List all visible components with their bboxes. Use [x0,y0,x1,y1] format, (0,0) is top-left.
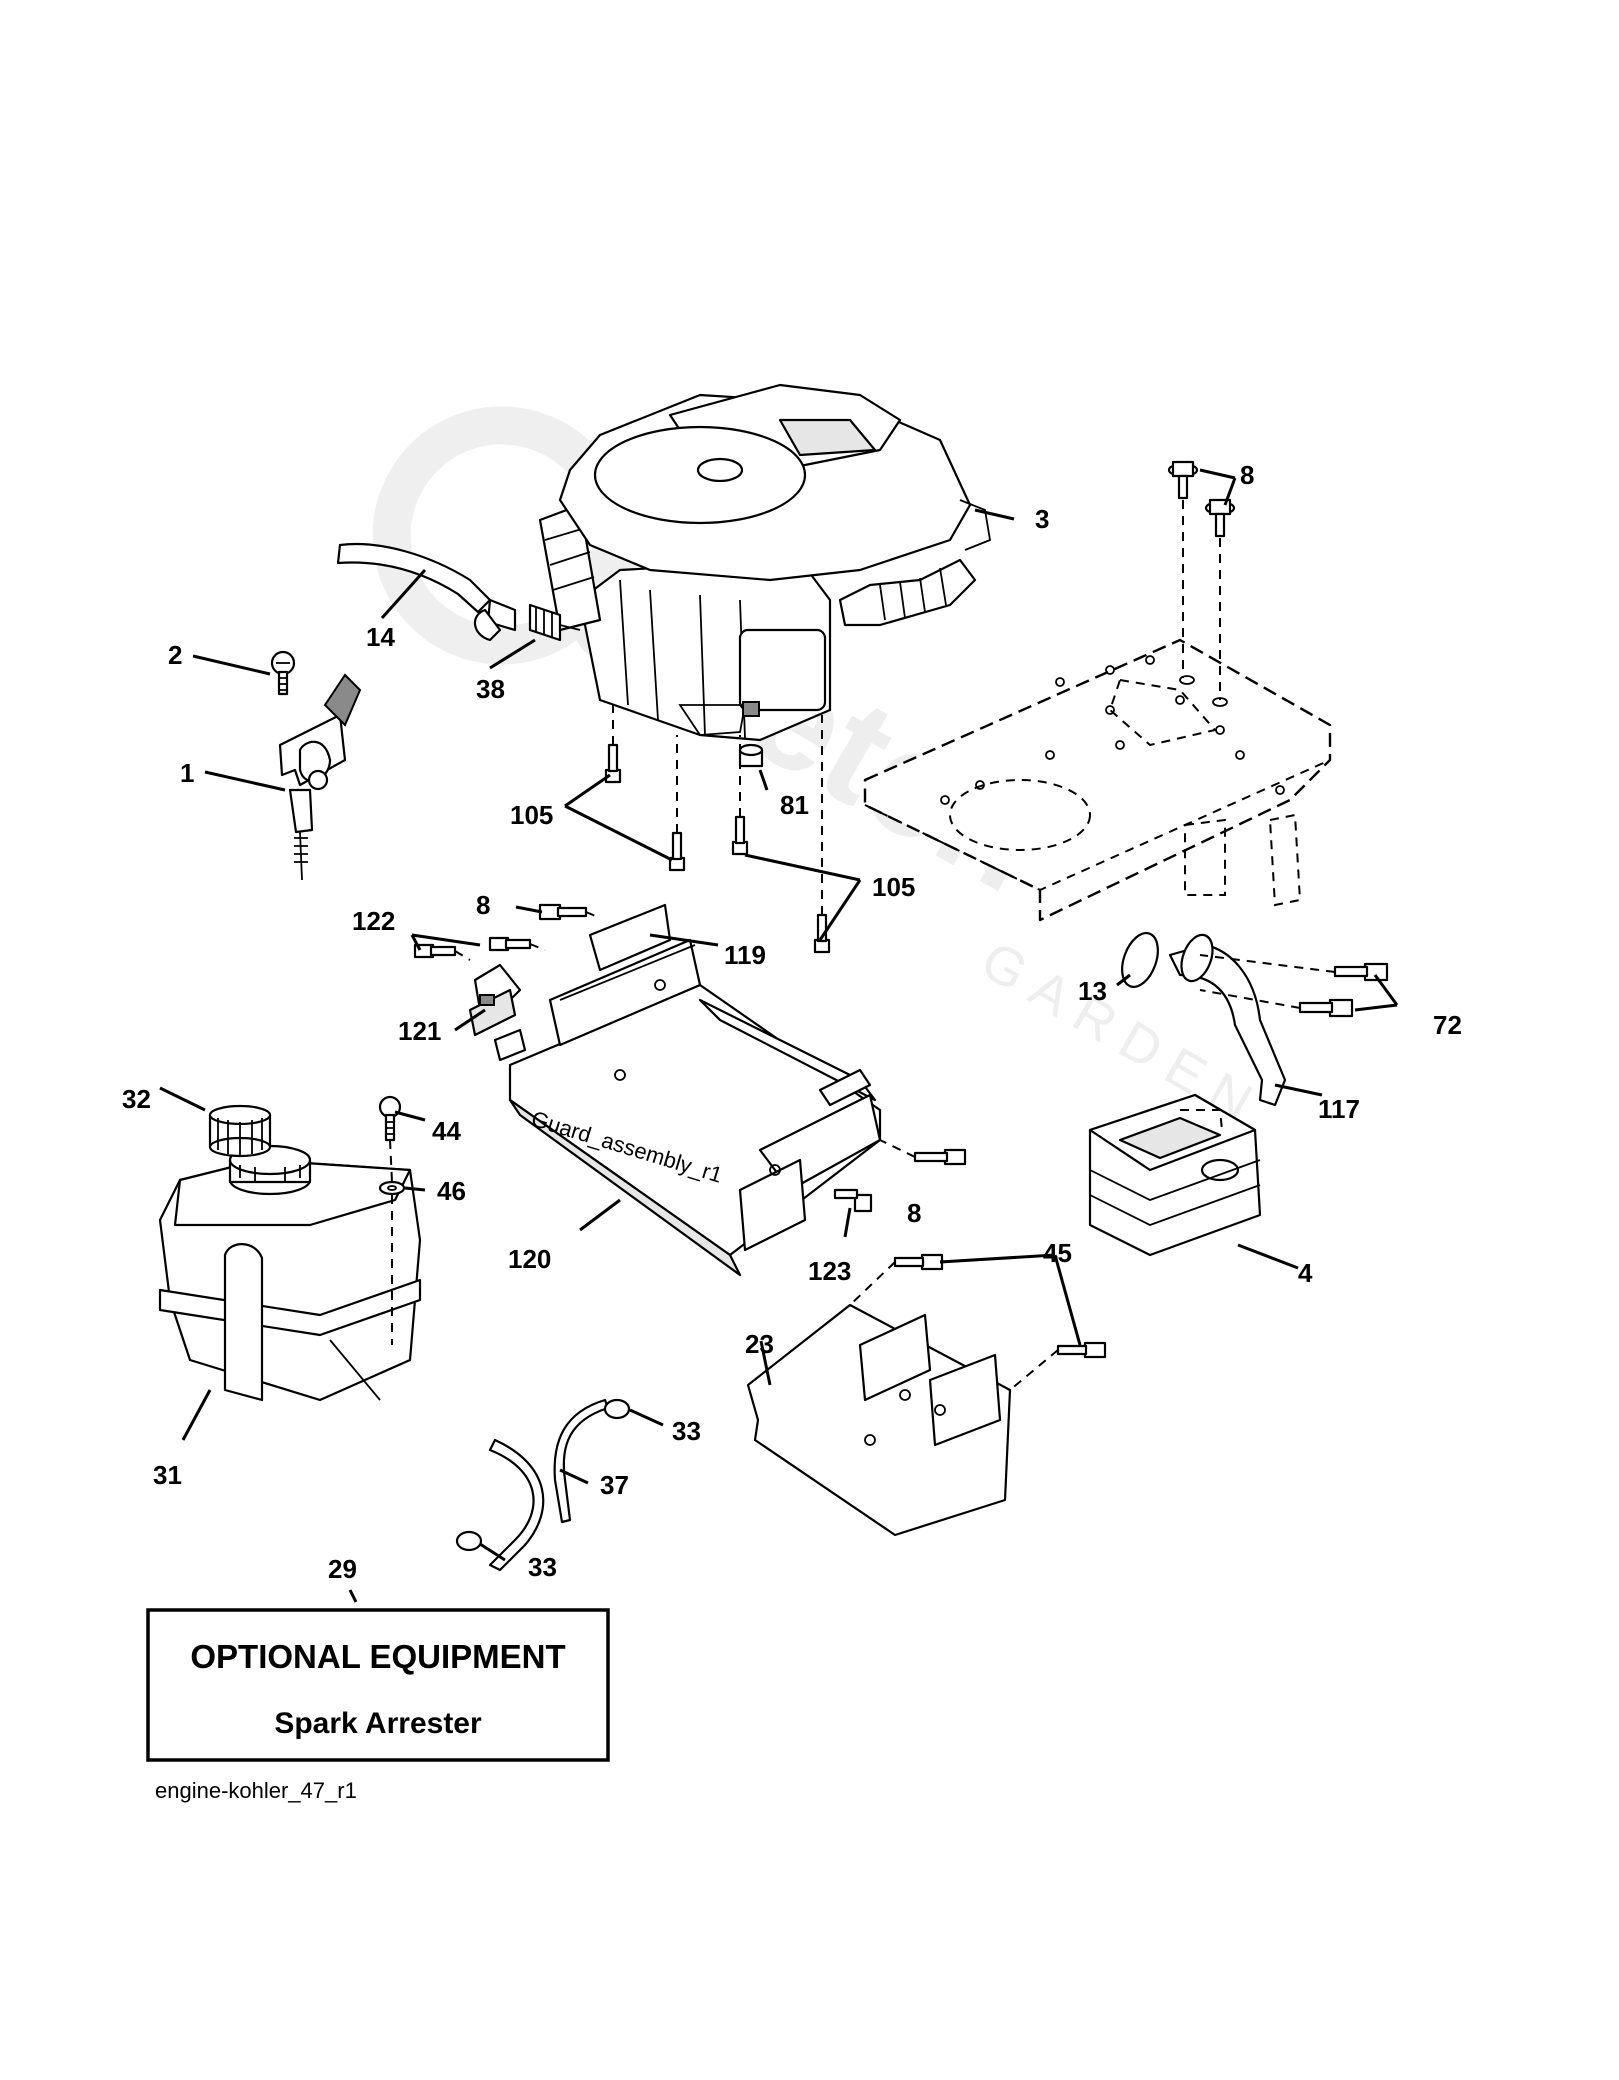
label-1: 1 [180,758,194,788]
label-105-right: 105 [872,872,915,902]
label-8-guard: 8 [476,890,490,920]
fuel-tank [158,1095,422,1402]
label-3: 3 [1035,504,1049,534]
leader-lines [159,468,1399,1603]
bolts-105 [604,700,831,954]
label-13: 13 [1078,976,1107,1006]
diagram-caption: engine-kohler_47_r1 [155,1778,357,1803]
label-81: 81 [780,790,809,820]
exhaust [1088,932,1389,1257]
label-4: 4 [1298,1258,1313,1288]
part-labels: 3 8 2 1 14 38 81 105 105 8 122 119 121 1… [122,460,1462,1584]
guard-brackets [413,903,672,1062]
label-2: 2 [168,640,182,670]
engine [538,383,992,742]
label-44: 44 [432,1116,461,1146]
label-33-bottom: 33 [528,1552,557,1582]
label-45: 45 [1043,1238,1072,1268]
label-38: 38 [476,674,505,704]
label-14: 14 [366,622,395,652]
bolt-8-top [1167,460,1236,700]
spark-arrester-label: Spark Arrester [274,1707,482,1740]
heat-shield [746,1253,1107,1537]
label-8-top: 8 [1240,460,1254,490]
label-117: 117 [1318,1094,1360,1124]
throttle-control [270,650,362,881]
label-120: 120 [508,1244,551,1274]
optional-equipment-title: OPTIONAL EQUIPMENT [190,1638,565,1675]
label-23: 23 [745,1329,774,1359]
label-29: 29 [328,1554,357,1584]
label-119: 119 [724,940,766,970]
label-31: 31 [153,1460,182,1490]
optional-equipment-box: OPTIONAL EQUIPMENT Spark Arrester [146,1608,610,1762]
guard-assembly: Guard_assembly_r1 [508,938,967,1277]
label-37: 37 [600,1470,629,1500]
label-33-top: 33 [672,1416,701,1446]
label-123: 123 [808,1256,851,1286]
fuel-line [336,543,581,642]
fuel-line-37 [455,1398,631,1572]
label-122: 122 [352,906,395,936]
label-8-right: 8 [907,1198,921,1228]
frame [863,638,1332,922]
label-46: 46 [437,1176,466,1206]
label-72: 72 [1433,1010,1462,1040]
label-32: 32 [122,1084,151,1114]
label-121: 121 [398,1016,441,1046]
label-105-left: 105 [510,800,553,830]
